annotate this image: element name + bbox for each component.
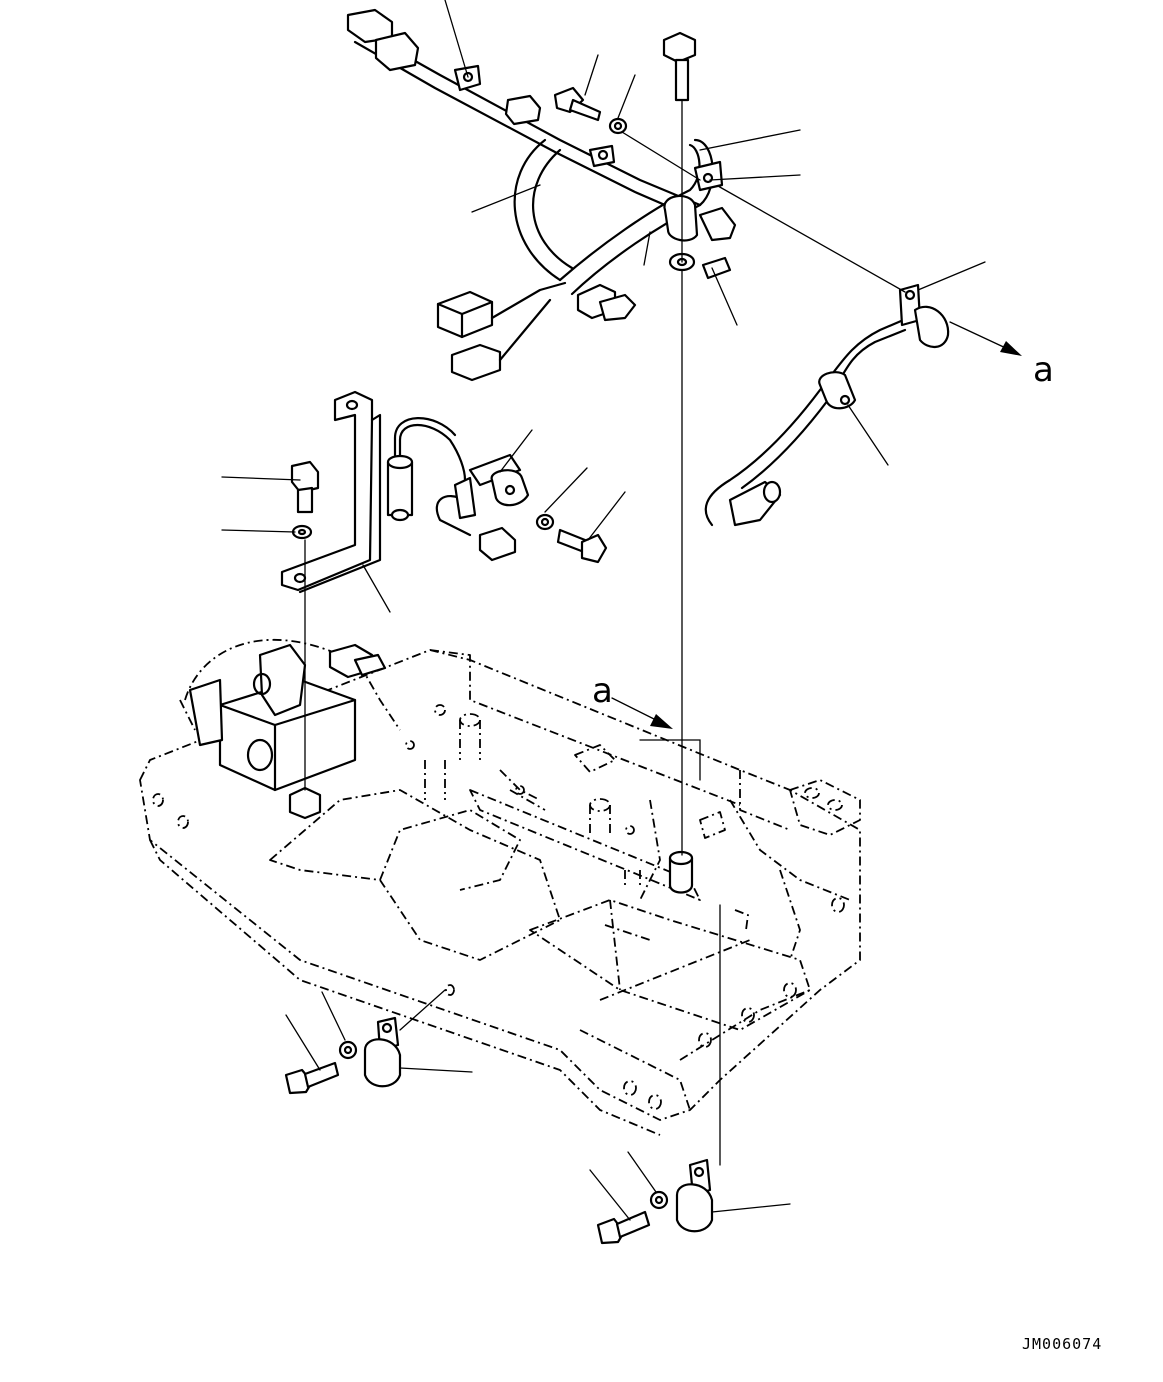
right-hose xyxy=(704,283,950,527)
washer-bottom-right xyxy=(649,1190,669,1210)
washer-top xyxy=(608,117,628,135)
assembly-lines xyxy=(304,99,906,1166)
p-clamp-bottom-left xyxy=(363,1016,402,1088)
bolt-bottom-left xyxy=(284,1061,340,1095)
bolt-bottom-right xyxy=(596,1210,651,1245)
bolt-center xyxy=(556,528,608,564)
view-arrow-center xyxy=(611,697,673,729)
bolt-left xyxy=(290,460,320,514)
view-label-a-center: a xyxy=(592,671,613,711)
pressure-sensor xyxy=(386,417,517,562)
chassis-frame xyxy=(139,639,861,1136)
drawing-code: JM006074 xyxy=(1022,1335,1102,1353)
sensor-bracket xyxy=(280,390,382,594)
washer-center xyxy=(535,513,555,531)
leader-lines xyxy=(221,0,986,1221)
long-bolt xyxy=(662,31,697,102)
frame-spacer-right xyxy=(668,850,694,894)
view-label-a-right: a xyxy=(1033,350,1054,390)
washer-bottom-left xyxy=(338,1040,358,1060)
frame-spacer-left xyxy=(288,786,322,820)
p-clamp-bottom-right xyxy=(675,1158,714,1233)
view-arrow-right xyxy=(949,321,1022,356)
wiring-harness xyxy=(346,8,737,382)
cable-clip xyxy=(468,453,530,507)
valve-block xyxy=(188,643,357,792)
washer-left xyxy=(291,524,313,540)
bolt-top-left xyxy=(553,86,602,122)
frame-connector xyxy=(328,643,387,679)
